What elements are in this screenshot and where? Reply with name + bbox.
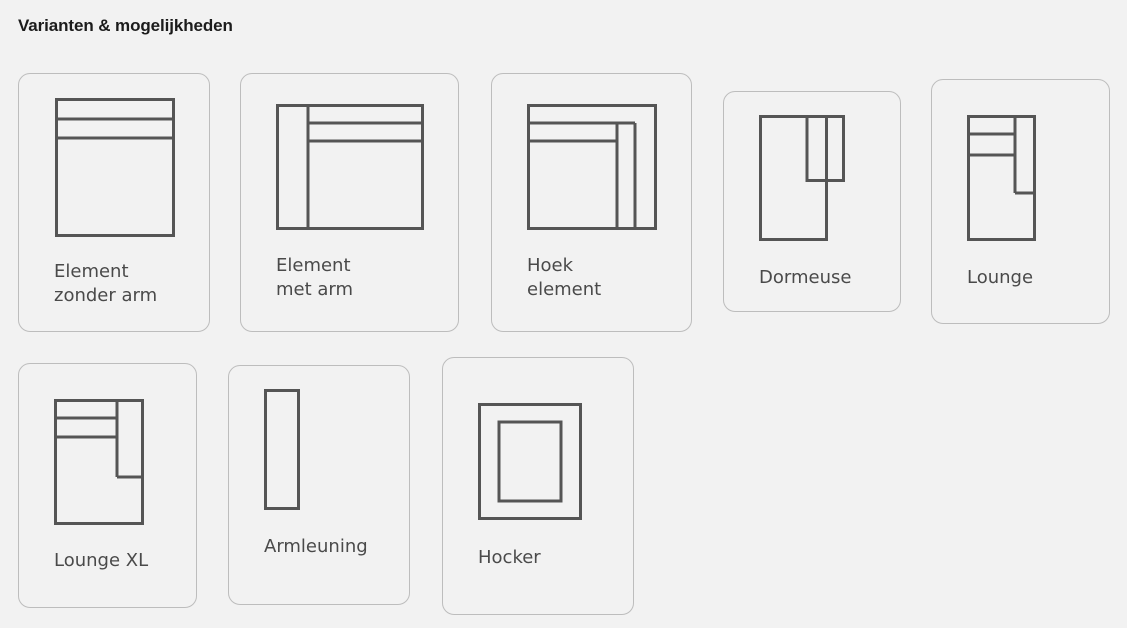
variant-label: Element zonder arm [54, 261, 158, 306]
variant-label: Lounge XL [54, 550, 149, 571]
variant-label: Armleuning [264, 536, 368, 557]
variant-label: Hocker [478, 547, 541, 568]
armrest-icon [264, 389, 300, 510]
variant-card-lounge-xl[interactable]: Lounge XL [18, 363, 197, 608]
variant-label: Hoek element [527, 255, 602, 300]
lounge-icon [967, 115, 1036, 241]
variant-card-lounge[interactable]: Lounge [931, 79, 1110, 324]
lounge-xl-icon [54, 399, 144, 525]
variant-label: Element met arm [276, 255, 354, 300]
variant-card-hocker[interactable]: Hocker [442, 357, 634, 615]
sofa-element-no-arm-icon [55, 98, 175, 237]
hocker-icon [478, 403, 582, 520]
variant-label: Dormeuse [759, 267, 852, 288]
variant-card-element-met-arm[interactable]: Element met arm [240, 73, 459, 332]
variant-card-armleuning[interactable]: Armleuning [228, 365, 410, 605]
variant-label: Lounge [967, 267, 1034, 288]
dormeuse-icon [759, 115, 845, 241]
corner-element-icon [527, 104, 657, 230]
section-title: Varianten & mogelijkheden [18, 16, 233, 35]
variant-card-hoek-element[interactable]: Hoek element [491, 73, 692, 332]
variant-card-element-zonder-arm[interactable]: Element zonder arm [18, 73, 210, 332]
variant-card-dormeuse[interactable]: Dormeuse [723, 91, 901, 312]
sofa-element-with-arm-icon [276, 104, 424, 230]
